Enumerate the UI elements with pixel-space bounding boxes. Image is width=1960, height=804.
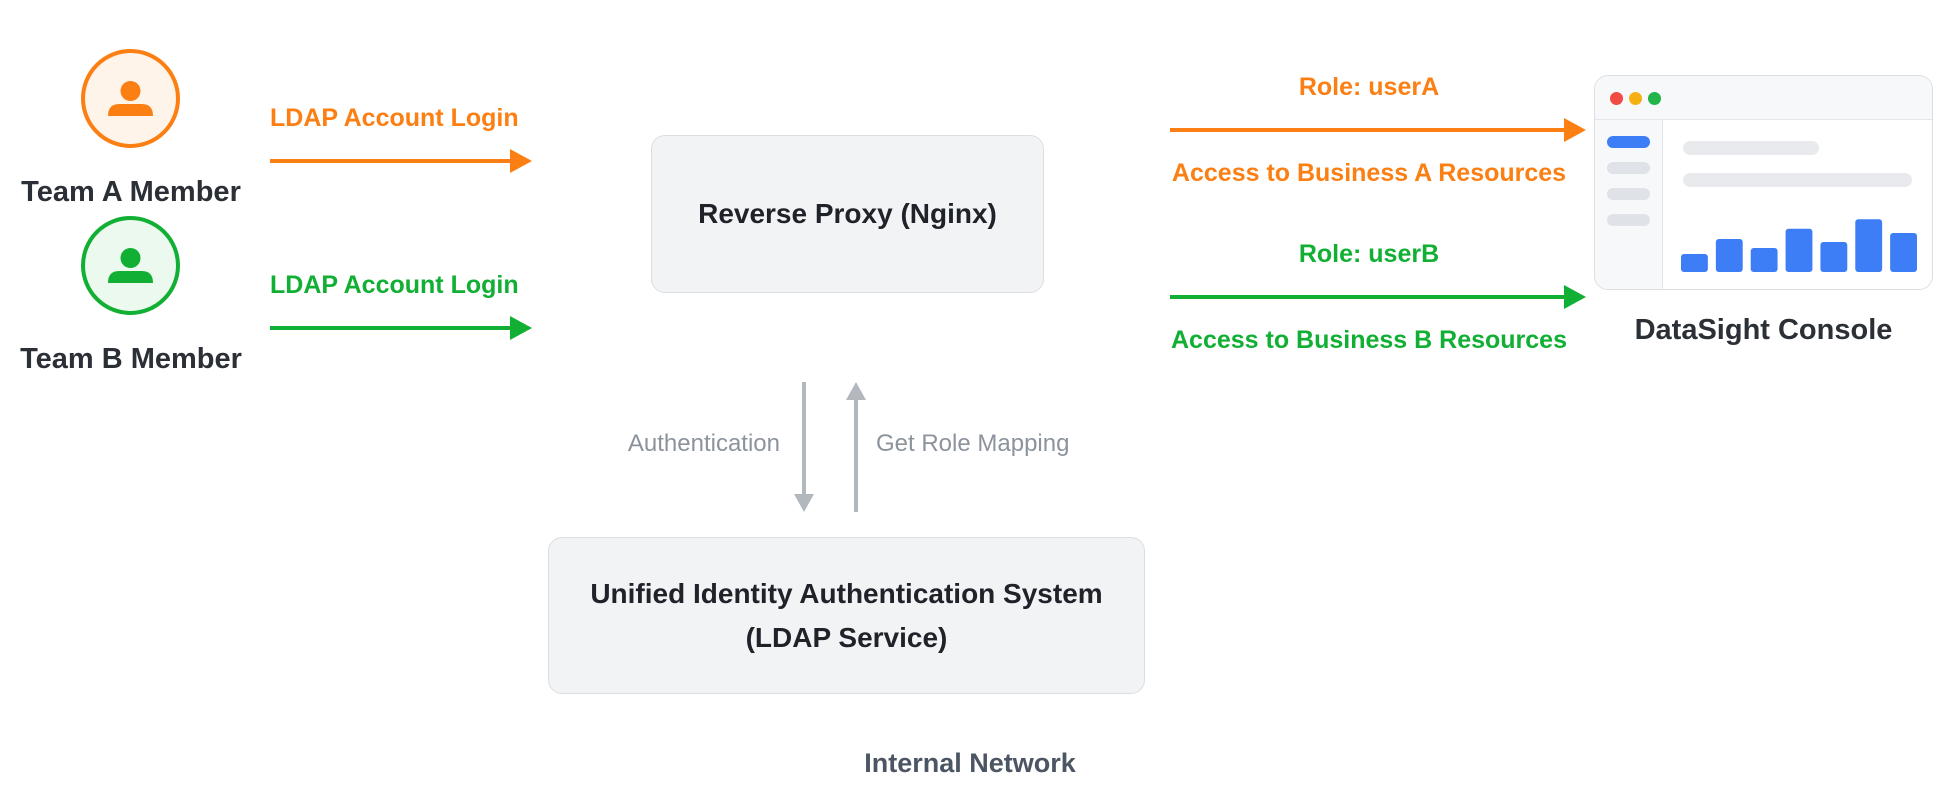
window-titlebar [1595, 76, 1932, 120]
reverse-proxy-label: Reverse Proxy (Nginx) [698, 198, 997, 229]
sidebar-item [1607, 162, 1650, 174]
ldap-service-title: Unified Identity Authentication System [590, 577, 1103, 609]
ldap-service-subtitle: (LDAP Service) [745, 621, 948, 653]
close-dot-icon [1610, 92, 1623, 105]
team-b-login-label: LDAP Account Login [270, 271, 519, 299]
authentication-down-arrow [794, 382, 814, 512]
sidebar-item-active [1607, 136, 1650, 148]
sidebar-item [1607, 188, 1650, 200]
authentication-label: Authentication [627, 430, 780, 457]
internal-network-label: Internal Network [864, 748, 1076, 778]
console-bar [1820, 242, 1848, 272]
team-b-name: Team B Member [20, 343, 242, 375]
user-icon [108, 248, 153, 283]
team-a-login-arrow [270, 149, 532, 173]
role-b-arrow [1170, 285, 1586, 309]
role-b-label: Role: userB [1298, 240, 1440, 268]
datasight-console-label: DataSight Console [1634, 314, 1893, 346]
console-sidebar [1595, 120, 1663, 289]
ldap-service-box: Unified Identity Authentication System (… [548, 537, 1145, 694]
role-mapping-label: Get Role Mapping [876, 430, 1070, 457]
reverse-proxy-box: Reverse Proxy (Nginx) [651, 135, 1044, 293]
console-bar [1681, 254, 1708, 272]
team-a-name: Team A Member [21, 176, 241, 208]
business-b-access-label: Access to Business B Resources [1170, 326, 1567, 354]
user-icon [108, 81, 153, 116]
content-placeholder-line [1683, 141, 1819, 155]
maximize-dot-icon [1648, 92, 1661, 105]
content-placeholder-line [1683, 173, 1912, 187]
console-bar [1715, 239, 1743, 272]
team-a-avatar [81, 49, 180, 148]
console-bar [1890, 233, 1917, 272]
team-a-login-label: LDAP Account Login [270, 104, 519, 132]
role-mapping-up-arrow [846, 382, 866, 512]
team-b-login-arrow [270, 316, 532, 340]
console-bar [1855, 219, 1883, 272]
console-bar-chart [1681, 219, 1917, 272]
team-b-avatar [81, 216, 180, 315]
sidebar-item [1607, 214, 1650, 226]
role-a-arrow [1170, 118, 1586, 142]
business-a-access-label: Access to Business A Resources [1171, 159, 1567, 187]
minimize-dot-icon [1629, 92, 1642, 105]
console-bar [1750, 248, 1778, 272]
role-a-label: Role: userA [1298, 73, 1440, 101]
console-bar [1785, 228, 1813, 272]
datasight-console-window [1594, 75, 1933, 290]
